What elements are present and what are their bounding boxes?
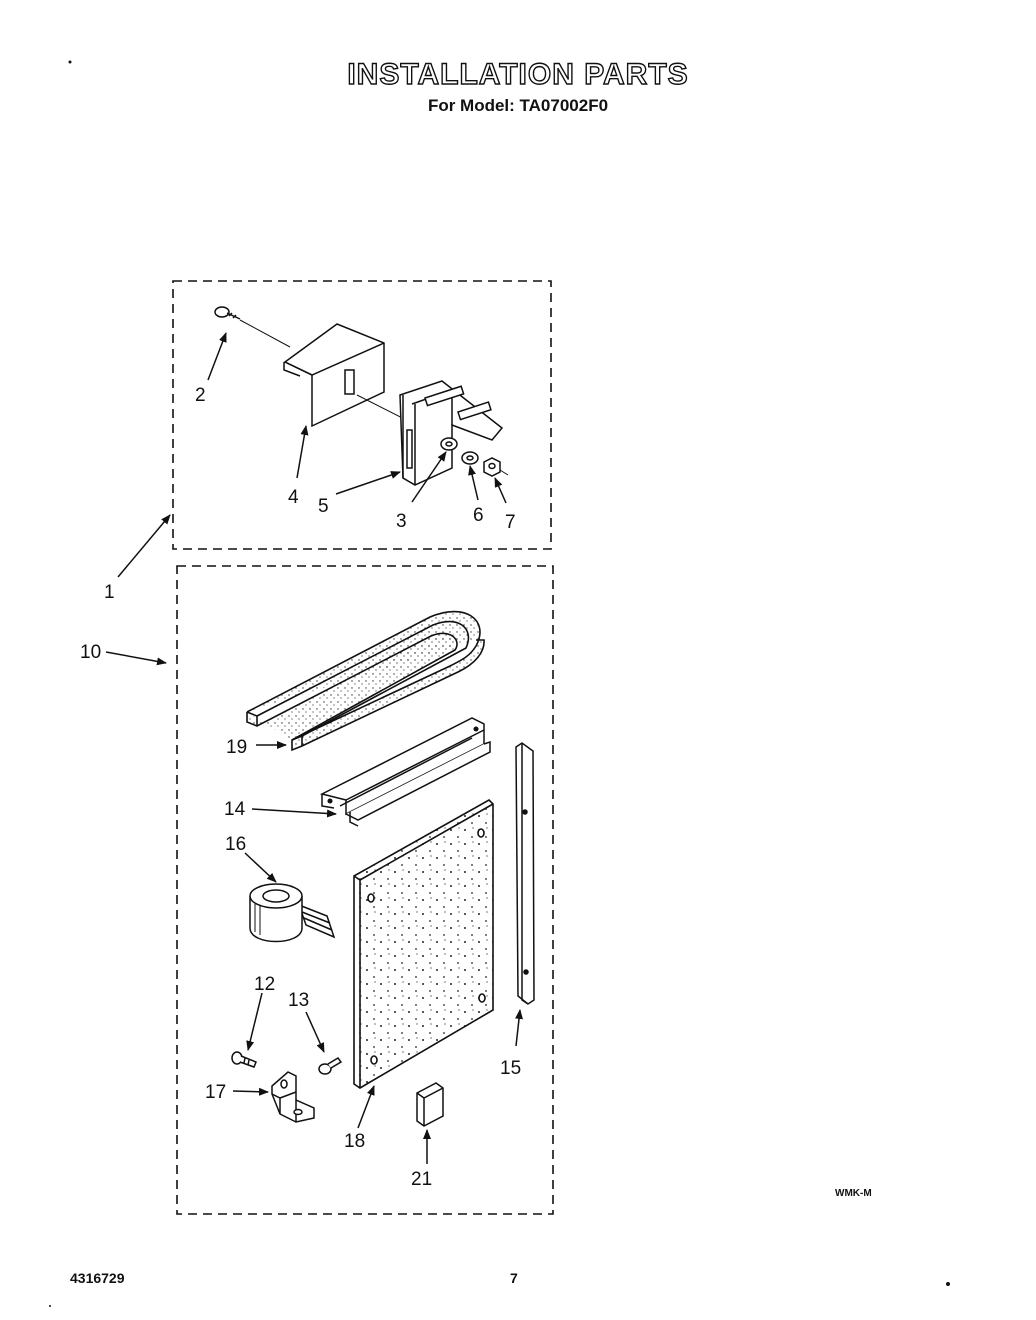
diagram-code: WMK-M — [835, 1188, 872, 1199]
callout-6: 6 — [473, 505, 484, 526]
part-17-angle-bracket — [271, 1071, 315, 1123]
callout-13: 13 — [288, 990, 309, 1011]
part-16-tape-roll — [249, 883, 336, 943]
part-4-bracket-cover — [283, 323, 385, 428]
callout-4: 4 — [288, 487, 299, 508]
callout-1: 1 — [104, 582, 115, 603]
callout-16: 16 — [225, 834, 246, 855]
part-18-insulation-panel — [353, 799, 494, 1089]
scan-speck — [946, 1282, 950, 1286]
page-number: 7 — [510, 1270, 518, 1286]
callout-17: 17 — [205, 1082, 226, 1103]
part-13-screw — [318, 1057, 343, 1075]
part-7-nut — [483, 457, 501, 477]
kit-10-box — [176, 565, 554, 1215]
kit-1-box — [172, 280, 552, 550]
page-title: INSTALLATION PARTS — [347, 57, 689, 91]
callout-10: 10 — [80, 642, 101, 663]
callout-12: 12 — [254, 974, 275, 995]
part-3-washer — [440, 437, 458, 451]
callout-15: 15 — [500, 1058, 521, 1079]
callout-2: 2 — [195, 385, 206, 406]
callout-19: 19 — [226, 737, 247, 758]
callout-3: 3 — [396, 511, 407, 532]
scan-speck — [68, 60, 72, 64]
part-19-foam-seal — [246, 610, 485, 752]
part-12-screw — [231, 1051, 257, 1068]
document-number: 4316729 — [70, 1270, 125, 1286]
part-15-side-strip — [515, 742, 535, 1005]
part-2-screw — [214, 306, 241, 320]
part-5-l-bracket — [399, 380, 504, 486]
callout-14: 14 — [224, 799, 246, 820]
callout-7: 7 — [505, 512, 516, 533]
part-21-foam-block — [416, 1082, 444, 1127]
part-6-washer — [461, 451, 479, 465]
callout-18: 18 — [344, 1131, 365, 1152]
model-subtitle: For Model: TA07002F0 — [427, 96, 609, 115]
callout-5: 5 — [318, 496, 329, 517]
part-14-channel-rail — [319, 717, 491, 827]
callout-21: 21 — [411, 1169, 432, 1190]
scan-speck — [49, 1305, 51, 1307]
